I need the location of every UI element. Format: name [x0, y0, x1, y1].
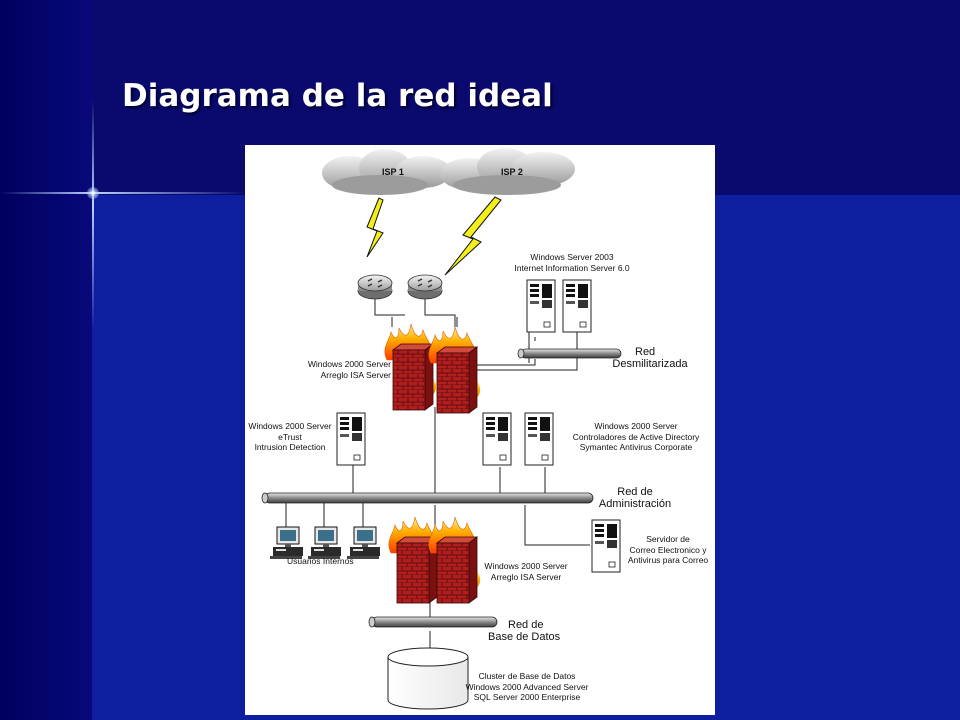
slide-title: Diagrama de la red ideal [122, 78, 553, 114]
mail-server-label: Servidor de Correo Electronico y Antivir… [621, 534, 715, 566]
ad-servers-line-1: Windows 2000 Server [594, 421, 678, 431]
internal-users-label: Usuarios Internos [287, 556, 354, 566]
isp1-cloud [322, 149, 451, 195]
ids-server-label: Windows 2000 Server eTrust Intrusion Det… [245, 421, 335, 453]
db-network-bus [368, 616, 498, 628]
firewall-top-1-icon [384, 323, 437, 411]
db-network-line-1: Red de [508, 619, 544, 631]
dmz-network-label: Red Desmilitarizada [595, 346, 705, 370]
db-network-label: Red de Base de Datos [488, 619, 560, 643]
mail-server-line-3: Antivirus para Correo [627, 555, 709, 565]
firewall-bottom-label: Windows 2000 Server Arreglo ISA Server [476, 561, 576, 582]
isp2-label: ISP 2 [501, 167, 523, 177]
workstation-2-icon [307, 526, 342, 560]
ids-server-line-1: Windows 2000 Server [248, 421, 332, 431]
db-cluster-line-2: Windows 2000 Advanced Server [465, 681, 589, 692]
database-cluster-icon [387, 647, 469, 710]
ids-server-line-3: Intrusion Detection [254, 442, 326, 452]
dmz-network-line-1: Red [635, 346, 656, 358]
router-isp1-icon [357, 274, 393, 300]
network-diagram: ISP 1 ISP 2 Windows Server 2003 Internet… [245, 145, 715, 715]
db-network-line-2: Base de Datos [488, 631, 561, 643]
ad-server-1-icon [482, 412, 512, 466]
dmz-network-bus [517, 348, 622, 359]
mail-server-line-1: Servidor de [646, 534, 690, 544]
admin-network-bus [261, 492, 594, 504]
ad-servers-line-2: Controladores de Active Directory [572, 431, 700, 442]
ad-server-2-icon [524, 412, 554, 466]
dmz-network-line-2: Desmilitarizada [612, 358, 688, 370]
dmz-server-1-icon [526, 279, 556, 333]
mail-server-icon [591, 519, 621, 573]
db-cluster-label: Cluster de Base de Datos Windows 2000 Ad… [457, 671, 597, 703]
isp1-label: ISP 1 [382, 167, 404, 177]
dmz-server-2-icon [562, 279, 592, 333]
isp2-cloud [440, 148, 575, 195]
admin-network-line-2: Administración [598, 498, 672, 510]
firewall-top-line-1: Windows 2000 Server [307, 359, 391, 369]
mail-server-line-2: Correo Electronico y [629, 544, 707, 555]
firewall-top-2-icon [428, 326, 481, 414]
dmz-servers-line-1: Windows Server 2003 [530, 252, 614, 262]
router-isp2-icon [407, 274, 443, 300]
isp2-link-bolt [444, 196, 502, 276]
sparkle-star-icon [87, 187, 99, 199]
ad-servers-label: Windows 2000 Server Controladores de Act… [557, 421, 715, 453]
dmz-servers-label: Windows Server 2003 Internet Information… [507, 252, 637, 273]
sparkle-horizontal-ray [0, 192, 245, 194]
dmz-servers-line-2: Internet Information Server 6.0 [514, 262, 630, 273]
left-band [0, 0, 92, 720]
firewall-bottom-line-1: Windows 2000 Server [484, 561, 568, 571]
firewall-bottom-1-icon [388, 516, 441, 604]
db-cluster-line-3: SQL Server 2000 Enterprise [473, 692, 581, 702]
workstation-3-icon [346, 526, 381, 560]
ids-server-icon [336, 412, 366, 466]
isp1-link-bolt [366, 197, 384, 258]
ids-server-line-2: eTrust [278, 431, 302, 442]
firewall-top-line-2: Arreglo ISA Server [320, 369, 391, 380]
admin-network-label: Red de Administración [585, 486, 685, 510]
ad-servers-line-3: Symantec Antivirus Corporate [579, 442, 693, 452]
admin-network-line-1: Red de [617, 486, 653, 498]
workstation-1-icon [269, 526, 304, 560]
firewall-top-label: Windows 2000 Server Arreglo ISA Server [295, 359, 391, 380]
firewall-bottom-line-2: Arreglo ISA Server [490, 571, 562, 582]
sparkle-vertical-ray [92, 100, 94, 330]
db-cluster-line-1: Cluster de Base de Datos [478, 671, 576, 681]
